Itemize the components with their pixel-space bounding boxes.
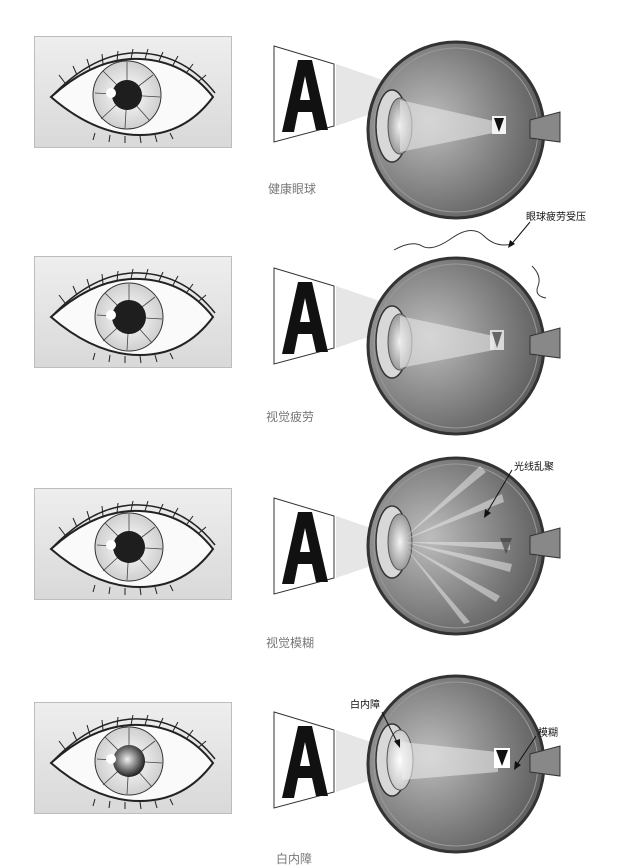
blur-arrow xyxy=(514,735,537,770)
letter-card xyxy=(273,497,335,595)
pressure-arrow xyxy=(508,221,531,248)
outer-eye-box xyxy=(34,702,232,814)
letter-card xyxy=(273,267,335,365)
row-caption: 白内障 xyxy=(276,852,313,866)
outer-eye-box xyxy=(34,488,232,600)
letter-card xyxy=(273,45,335,143)
eyeball-cross-section xyxy=(366,674,561,854)
letter-card xyxy=(273,711,335,809)
outer-eye-box xyxy=(34,256,232,368)
outer-eye-illustration xyxy=(49,268,216,364)
outer-eye-box xyxy=(34,36,232,148)
outer-eye-illustration xyxy=(49,48,216,144)
outer-eye-illustration xyxy=(49,714,216,810)
row-caption: 视觉模糊 xyxy=(266,636,315,650)
row-caption: 健康眼球 xyxy=(268,182,317,196)
light-beam xyxy=(336,286,406,348)
scattered-rays xyxy=(404,466,512,624)
annotation-scatter: 光线乱聚 xyxy=(514,462,554,473)
annotation-blur: 模糊 xyxy=(538,728,558,739)
light-beam xyxy=(336,64,406,126)
eyeball-cross-section xyxy=(366,40,561,220)
row-caption: 视觉疲劳 xyxy=(266,410,315,424)
eyeball-cross-section xyxy=(366,256,561,436)
annotation-cataract: 白内障 xyxy=(350,700,380,711)
outer-eye-illustration xyxy=(49,500,216,596)
annotation-pressure: 眼球疲劳受压 xyxy=(526,212,586,223)
scatter-arrow xyxy=(484,469,513,518)
cloudy-pupil xyxy=(113,745,145,777)
eyeball-cross-section xyxy=(366,456,561,636)
cataract-arrow xyxy=(381,711,400,748)
